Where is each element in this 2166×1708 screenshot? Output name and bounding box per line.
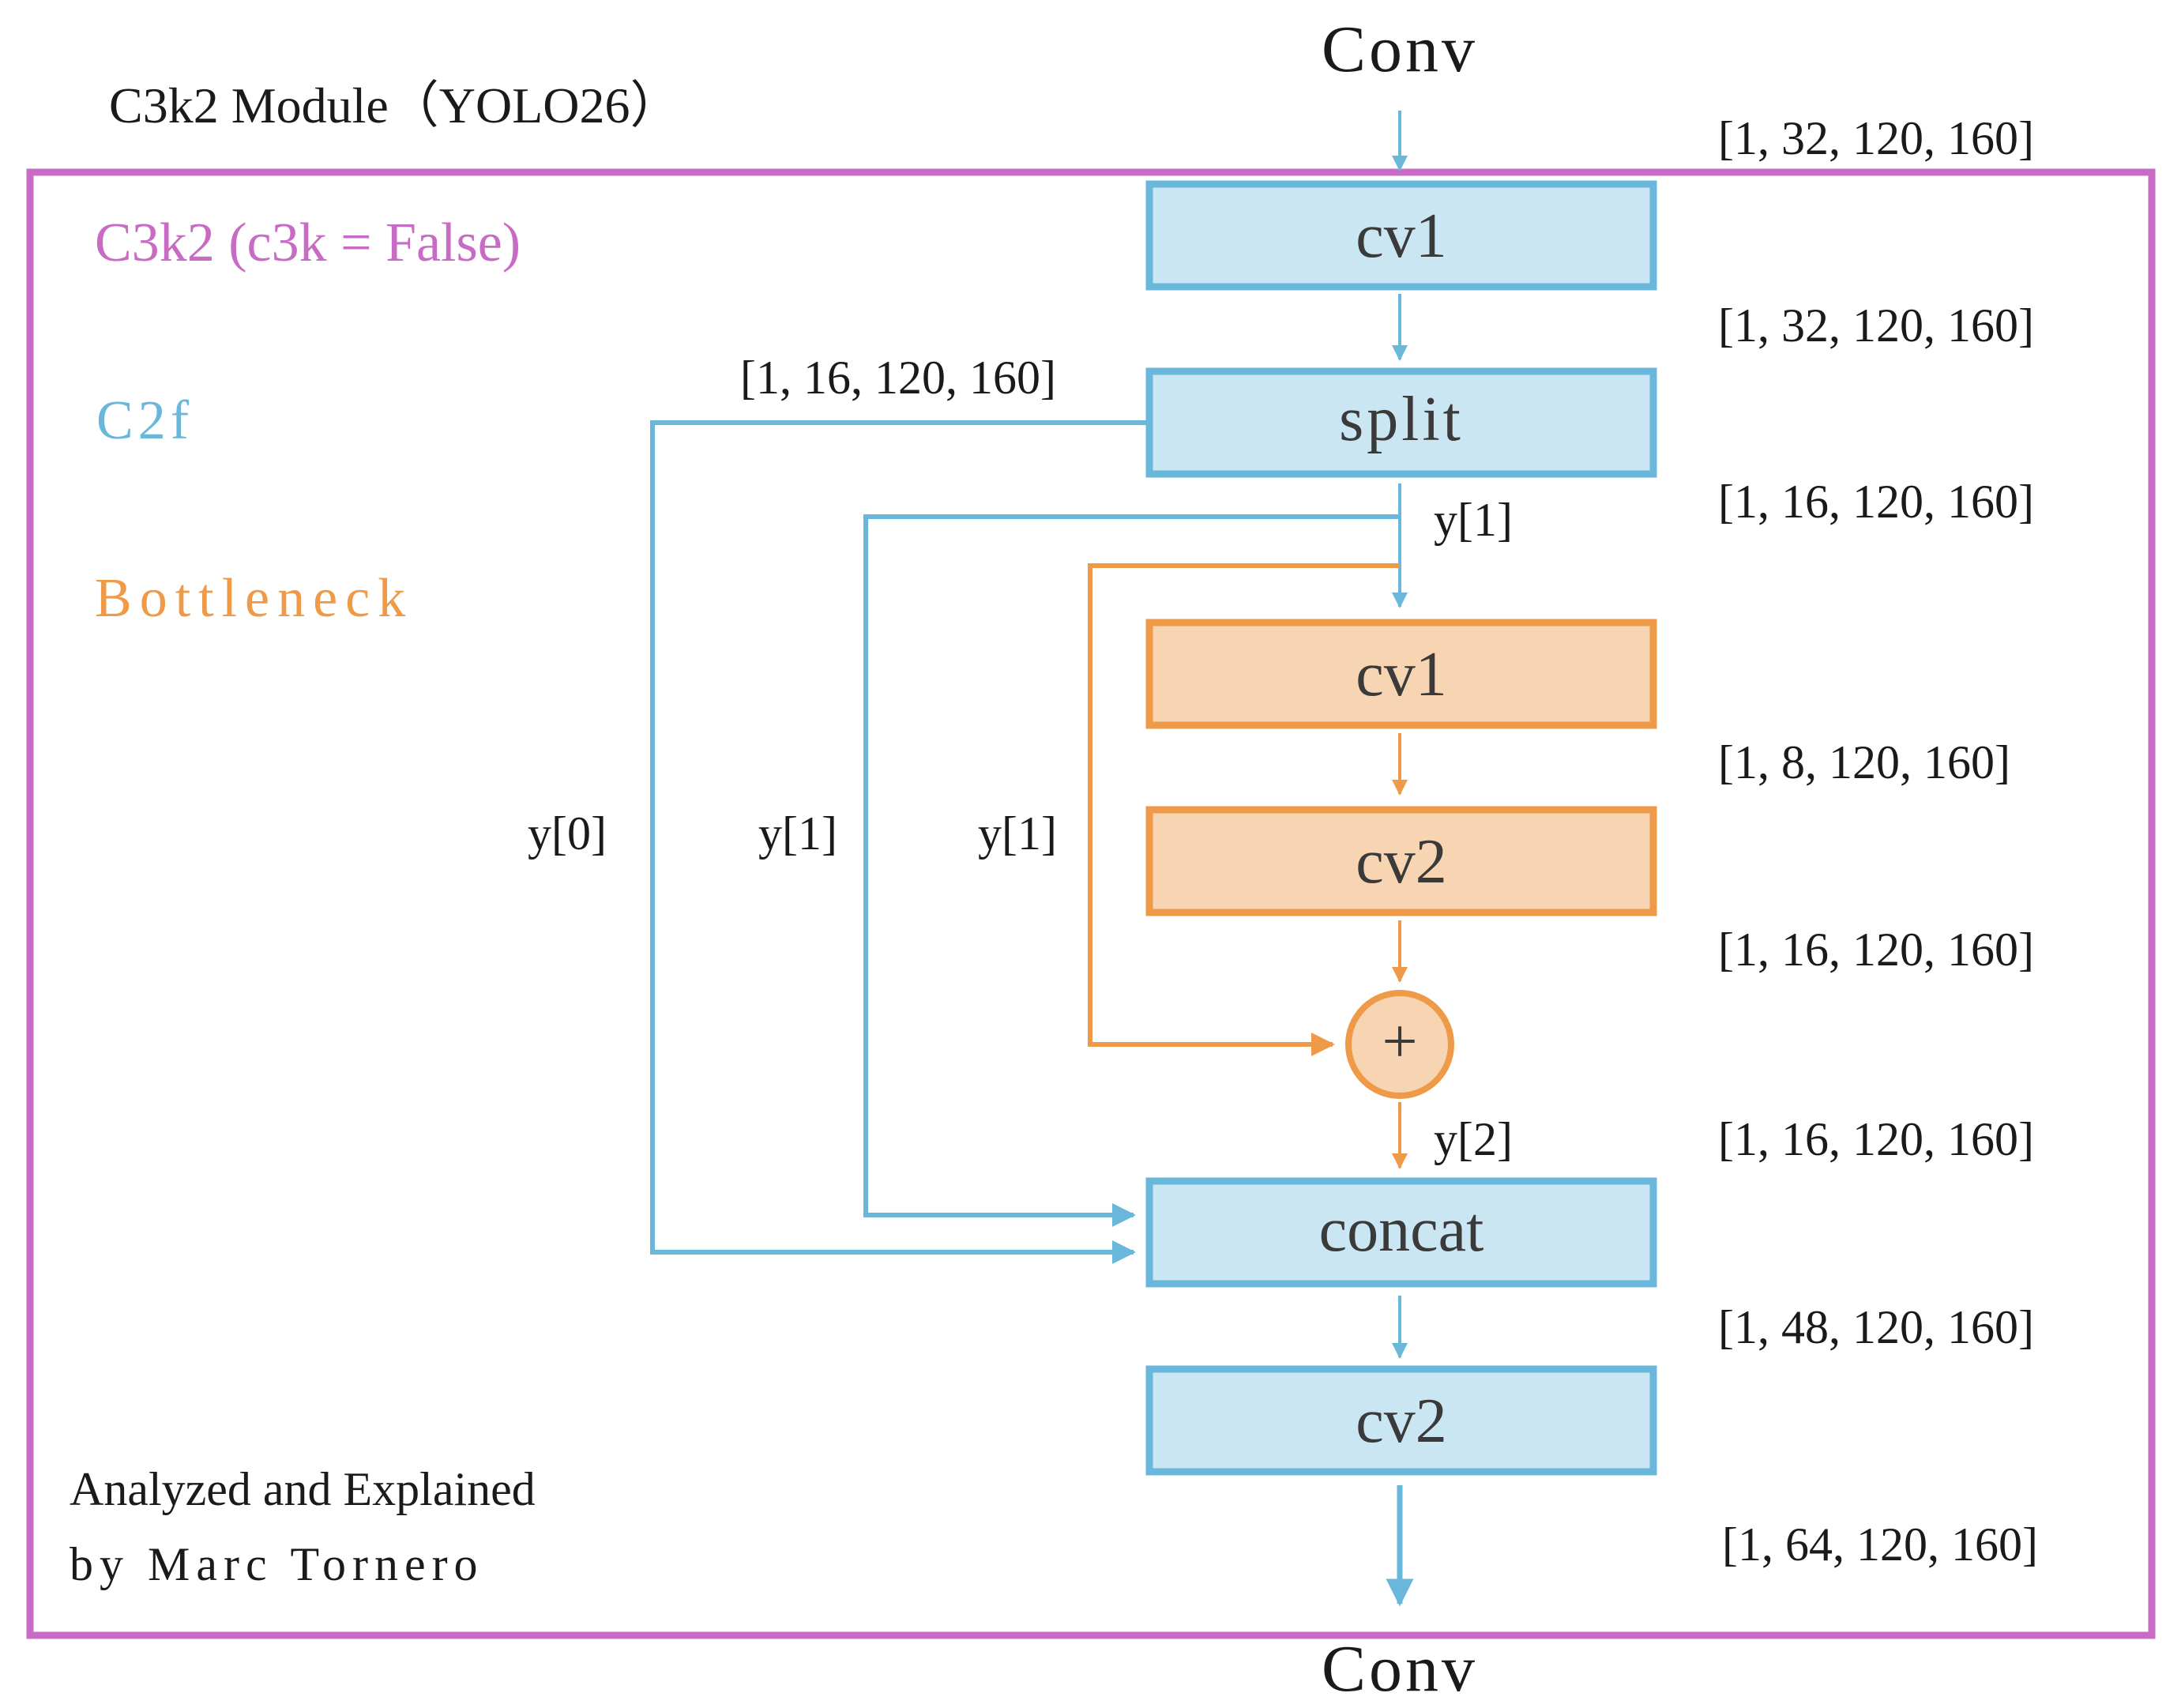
concat-label: concat [1319,1195,1484,1265]
legend-c2f: C2f [96,390,194,451]
bottleneck-cv1-block [1145,619,1657,729]
shape-output: [1, 64, 120, 160] [1722,1518,2038,1571]
cv1-block [1145,180,1657,291]
shape-input: [1, 32, 120, 160] [1718,112,2034,164]
output-conv-label: Conv [1322,1632,1478,1706]
bottleneck-cv2-label: cv2 [1356,827,1447,897]
shape-after-concat: [1, 48, 120, 160] [1718,1301,2034,1353]
edge-label-y2: y[2] [1434,1113,1513,1165]
split-label: split [1339,385,1464,454]
cv1-label: cv1 [1356,201,1447,271]
edge-label-y0: y[0] [528,807,607,860]
shape-after-cv1: [1, 32, 120, 160] [1718,299,2034,352]
split-block [1145,367,1657,478]
add-node [1345,990,1454,1099]
shape-after-bottleneck-cv2: [1, 16, 120, 160] [1718,924,2034,976]
shape-after-add: [1, 16, 120, 160] [1718,1113,2034,1165]
edge-label-y1-top: y[1] [1434,494,1513,546]
c3k2-frame [26,168,2156,1639]
shape-split-branch: [1, 16, 120, 160] [740,352,1056,404]
concat-block [1145,1177,1657,1288]
credit-line-1: Analyzed and Explained [70,1463,536,1515]
legend-c3k2: C3k2 (c3k = False) [95,213,521,273]
bottleneck-cv2-block [1145,806,1657,916]
credit-line-2: by Marc Tornero [70,1538,484,1590]
skip-y1-c2f [863,514,1400,1227]
edge-label-y1-bottleneck: y[1] [978,807,1057,860]
skip-y1-bottleneck [1088,563,1400,1056]
add-symbol: + [1382,1007,1417,1077]
legend-bottleneck: Bottleneck [95,568,413,629]
shape-after-bottleneck-cv1: [1, 8, 120, 160] [1718,736,2010,788]
shape-after-split: [1, 16, 120, 160] [1718,476,2034,528]
cv2-block [1145,1365,1657,1476]
cv2-label: cv2 [1356,1386,1447,1456]
skip-y0 [650,420,1149,1264]
edge-label-y1-c2f: y[1] [758,807,837,860]
diagram-title: C3k2 Module（YOLO26） [109,77,681,134]
bottleneck-cv1-label: cv1 [1356,640,1447,709]
input-conv-label: Conv [1322,13,1478,86]
